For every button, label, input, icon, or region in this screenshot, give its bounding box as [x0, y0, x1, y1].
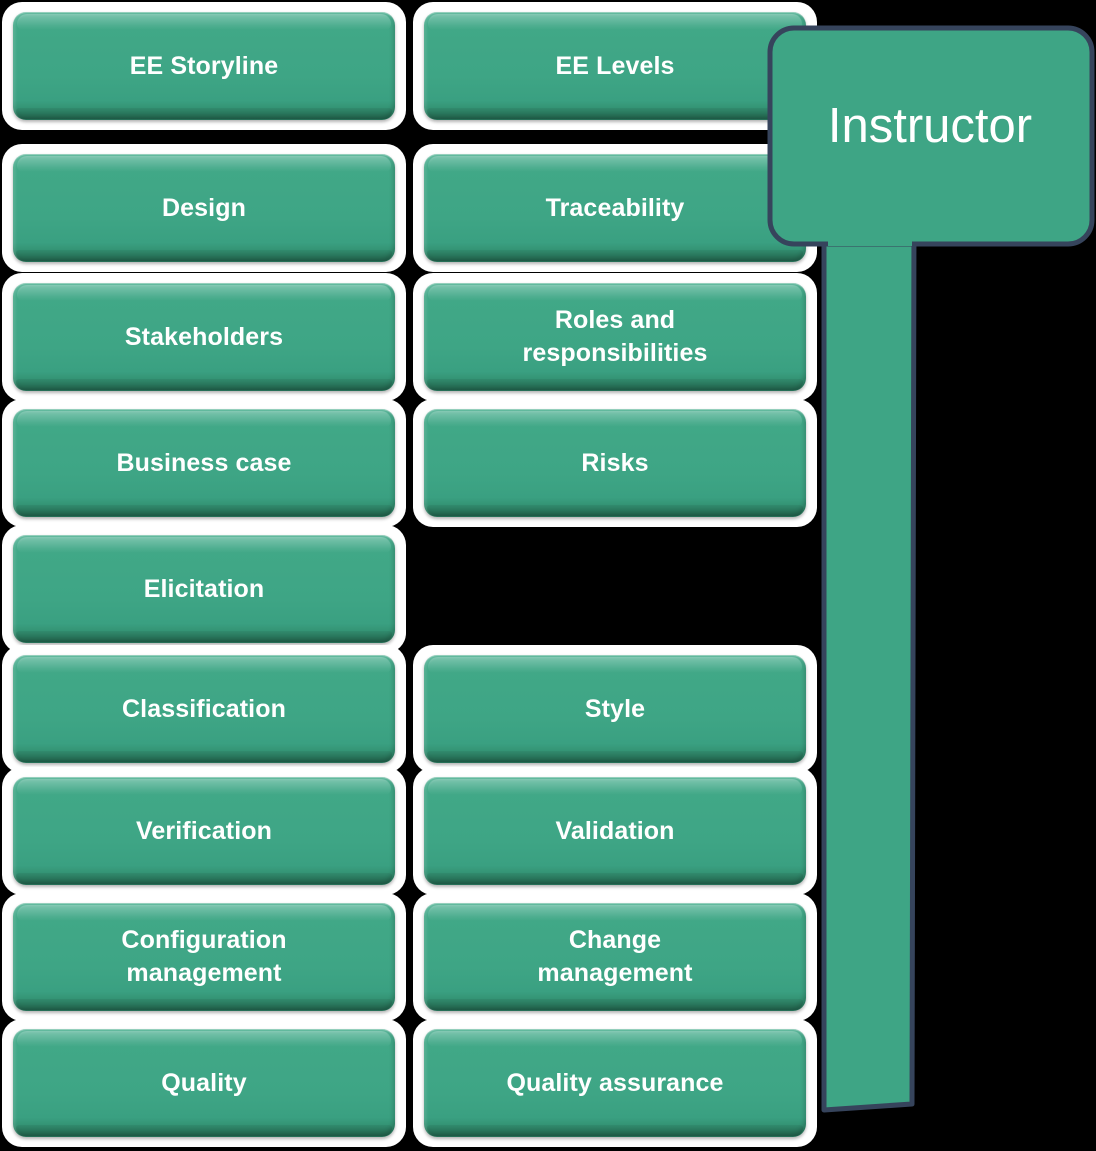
topic-label: EE Storyline	[129, 51, 279, 80]
card-shell-right-3: Roles and responsibilities	[413, 273, 817, 401]
topic-button-classification[interactable]: Classification	[13, 655, 395, 763]
callout-seam	[828, 228, 912, 246]
topic-button-change-management[interactable]: Change management	[424, 903, 806, 1011]
card-shell-right-1: EE Levels	[413, 2, 817, 130]
topic-button-ee-levels[interactable]: EE Levels	[424, 12, 806, 120]
topic-label: Verification	[136, 816, 272, 845]
topic-button-risks[interactable]: Risks	[424, 409, 806, 517]
card-shell-left-9: Quality	[2, 1019, 406, 1147]
topic-label: Roles and responsibilities	[522, 306, 708, 367]
topic-label: Validation	[555, 816, 675, 845]
topic-button-stakeholders[interactable]: Stakeholders	[13, 283, 395, 391]
card-shell-left-7: Verification	[2, 767, 406, 895]
topic-label: EE Levels	[555, 51, 675, 80]
topic-button-ee-storyline[interactable]: EE Storyline	[13, 12, 395, 120]
card-shell-left-5: Elicitation	[2, 525, 406, 653]
topic-label: Classification	[122, 694, 286, 723]
card-shell-right-4: Risks	[413, 399, 817, 527]
topic-button-verification[interactable]: Verification	[13, 777, 395, 885]
card-shell-left-8: Configuration management	[2, 893, 406, 1021]
topic-label: Configuration management	[121, 926, 287, 987]
topic-label: Quality	[161, 1068, 247, 1097]
topic-button-design[interactable]: Design	[13, 154, 395, 262]
topic-button-elicitation[interactable]: Elicitation	[13, 535, 395, 643]
topic-label: Stakeholders	[124, 322, 284, 351]
topic-label: Quality assurance	[506, 1068, 724, 1097]
topic-button-quality-assurance[interactable]: Quality assurance	[424, 1029, 806, 1137]
card-shell-right-6: Style	[413, 645, 817, 773]
card-shell-right-8: Change management	[413, 893, 817, 1021]
card-shell-right-9: Quality assurance	[413, 1019, 817, 1147]
topic-button-business-case[interactable]: Business case	[13, 409, 395, 517]
topic-label: Change management	[537, 926, 693, 987]
card-shell-right-7: Validation	[413, 767, 817, 895]
card-shell-left-1: EE Storyline	[2, 2, 406, 130]
topic-button-quality[interactable]: Quality	[13, 1029, 395, 1137]
card-shell-left-3: Stakeholders	[2, 273, 406, 401]
topic-button-traceability[interactable]: Traceability	[424, 154, 806, 262]
topic-button-configuration-management[interactable]: Configuration management	[13, 903, 395, 1011]
topic-label: Risks	[581, 448, 649, 477]
card-shell-left-6: Classification	[2, 645, 406, 773]
topic-label: Style	[584, 694, 646, 723]
topic-button-validation[interactable]: Validation	[424, 777, 806, 885]
callout-tail	[821, 219, 917, 1113]
topic-button-style[interactable]: Style	[424, 655, 806, 763]
topic-label: Design	[162, 193, 246, 222]
topic-label: Business case	[116, 448, 292, 477]
card-shell-left-2: Design	[2, 144, 406, 272]
topic-label: Elicitation	[143, 574, 265, 603]
card-shell-left-4: Business case	[2, 399, 406, 527]
callout-label: Instructor	[827, 99, 1033, 153]
card-shell-right-2: Traceability	[413, 144, 817, 272]
topic-button-roles-and-responsibilities[interactable]: Roles and responsibilities	[424, 283, 806, 391]
topic-label: Traceability	[545, 193, 685, 222]
